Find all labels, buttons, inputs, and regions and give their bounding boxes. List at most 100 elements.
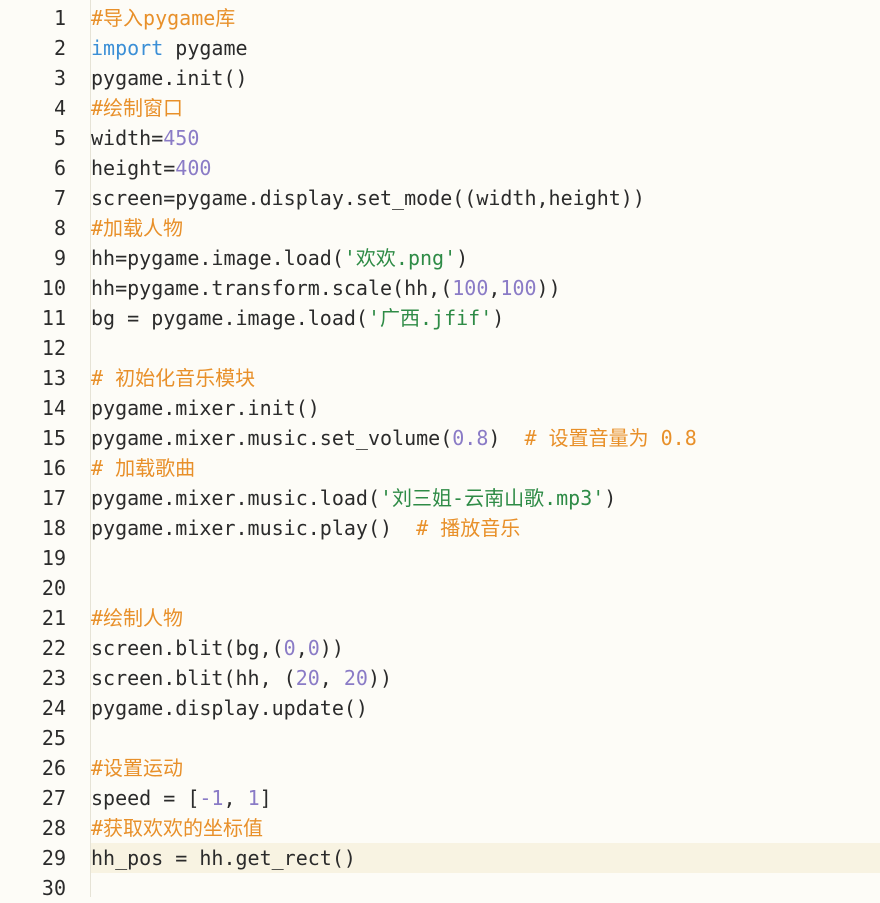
code-line[interactable]: #加载人物 — [91, 213, 880, 243]
code-token-plain: hh=pygame.image.load( — [91, 246, 344, 270]
code-token-num: 450 — [163, 126, 200, 150]
code-line[interactable]: pygame.mixer.music.set_volume(0.8) # 设置音… — [91, 423, 880, 453]
code-token-str: '刘三姐-云南山歌.mp3' — [379, 486, 605, 510]
code-token-plain: pygame.mixer.music.set_volume( — [91, 426, 453, 450]
code-token-plain: )) — [319, 636, 344, 660]
line-number: 10 — [41, 276, 66, 300]
code-token-com: #绘制窗口 — [91, 96, 184, 120]
code-token-num: -1 — [199, 786, 224, 810]
code-line[interactable] — [91, 873, 880, 903]
code-token-plain: ] — [259, 786, 272, 810]
line-number: 1 — [53, 6, 66, 30]
code-token-num: 100 — [452, 276, 489, 300]
code-token-plain: , — [223, 786, 248, 810]
line-number: 14 — [41, 396, 66, 420]
line-number: 23 — [41, 666, 66, 690]
code-line[interactable]: #绘制人物 — [91, 603, 880, 633]
code-line[interactable] — [91, 723, 880, 753]
code-token-com: # 设置音量为 0.8 — [524, 426, 697, 450]
line-number: 26 — [41, 756, 66, 780]
code-token-com: # 加载歌曲 — [91, 456, 196, 480]
code-token-str: '欢欢.png' — [343, 246, 457, 270]
line-number: 12 — [41, 336, 66, 360]
code-line[interactable] — [91, 543, 880, 573]
code-token-kw: import — [91, 36, 164, 60]
line-number: 16 — [41, 456, 66, 480]
code-token-plain: hh=pygame.transform.scale(hh,( — [91, 276, 453, 300]
line-number: 9 — [53, 246, 66, 270]
code-token-plain: ) — [488, 426, 525, 450]
code-line[interactable]: screen.blit(hh, (20, 20)) — [91, 663, 880, 693]
code-token-com: #获取欢欢的坐标值 — [91, 816, 264, 840]
line-number: 18 — [41, 516, 66, 540]
code-token-com: #绘制人物 — [91, 606, 184, 630]
code-token-plain: )) — [536, 276, 561, 300]
code-token-num: 100 — [500, 276, 537, 300]
code-line-active[interactable]: hh_pos = hh.get_rect() — [91, 843, 880, 873]
line-number: 25 — [41, 726, 66, 750]
code-token-plain: , — [488, 276, 501, 300]
code-line[interactable]: screen=pygame.display.set_mode((width,he… — [91, 183, 880, 213]
code-line[interactable]: #绘制窗口 — [91, 93, 880, 123]
code-token-plain: speed = [ — [91, 786, 200, 810]
code-token-plain: pygame.mixer.init() — [91, 396, 320, 420]
code-token-num: 0.8 — [452, 426, 489, 450]
code-line[interactable]: speed = [-1, 1] — [91, 783, 880, 813]
code-token-plain: ) — [604, 486, 617, 510]
code-line[interactable]: # 加载歌曲 — [91, 453, 880, 483]
code-token-plain: screen.blit(bg,( — [91, 636, 284, 660]
code-line[interactable]: pygame.init() — [91, 63, 880, 93]
line-number: 28 — [41, 816, 66, 840]
line-number: 8 — [53, 216, 66, 240]
code-token-plain: ) — [492, 306, 505, 330]
code-line[interactable]: pygame.mixer.music.load('刘三姐-云南山歌.mp3') — [91, 483, 880, 513]
code-line[interactable]: hh=pygame.image.load('欢欢.png') — [91, 243, 880, 273]
code-token-num: 20 — [343, 666, 368, 690]
code-line[interactable]: height=400 — [91, 153, 880, 183]
code-line[interactable]: bg = pygame.image.load('广西.jfif') — [91, 303, 880, 333]
code-line[interactable]: #设置运动 — [91, 753, 880, 783]
code-token-num: 0 — [307, 636, 320, 660]
line-number: 21 — [41, 606, 66, 630]
code-token-plain: pygame.mixer.music.play() — [91, 516, 417, 540]
line-number: 3 — [53, 66, 66, 90]
line-number: 5 — [53, 126, 66, 150]
code-line[interactable]: pygame.mixer.music.play() # 播放音乐 — [91, 513, 880, 543]
code-line[interactable]: #导入pygame库 — [91, 3, 880, 33]
code-token-plain: pygame.init() — [91, 66, 248, 90]
code-token-num: 20 — [295, 666, 320, 690]
code-token-plain: , — [295, 636, 308, 660]
line-number: 17 — [41, 486, 66, 510]
code-token-plain: )) — [367, 666, 393, 690]
line-number: 15 — [41, 426, 66, 450]
code-token-com: #设置运动 — [91, 756, 184, 780]
code-token-num: 400 — [175, 156, 212, 180]
line-number: 11 — [41, 306, 66, 330]
code-line[interactable] — [91, 573, 880, 603]
code-token-com: #加载人物 — [91, 216, 184, 240]
code-line[interactable]: # 初始化音乐模块 — [91, 363, 880, 393]
code-token-num: 0 — [283, 636, 296, 660]
code-token-plain: pygame.mixer.music.load( — [91, 486, 380, 510]
code-line[interactable]: hh=pygame.transform.scale(hh,(100,100)) — [91, 273, 880, 303]
line-number: 30 — [41, 876, 66, 900]
code-token-plain: , — [319, 666, 344, 690]
code-line[interactable] — [91, 333, 880, 363]
code-token-plain: height= — [91, 156, 176, 180]
code-token-plain: screen.blit(hh, ( — [91, 666, 296, 690]
line-number: 29 — [41, 846, 66, 870]
code-line[interactable]: screen.blit(bg,(0,0)) — [91, 633, 880, 663]
code-line[interactable]: width=450 — [91, 123, 880, 153]
code-line[interactable]: pygame.mixer.init() — [91, 393, 880, 423]
code-token-str: '广西.jfif' — [367, 306, 493, 330]
code-token-plain: screen=pygame.display.set_mode((width,he… — [91, 186, 645, 210]
code-line[interactable]: import pygame — [91, 33, 880, 63]
line-number: 7 — [53, 186, 66, 210]
line-number: 6 — [53, 156, 66, 180]
code-token-plain: pygame — [163, 36, 248, 60]
line-number: 27 — [41, 786, 66, 810]
code-line[interactable]: #获取欢欢的坐标值 — [91, 813, 880, 843]
code-token-plain: hh_pos = hh.get_rect() — [91, 846, 356, 870]
code-line[interactable]: pygame.display.update() — [91, 693, 880, 723]
